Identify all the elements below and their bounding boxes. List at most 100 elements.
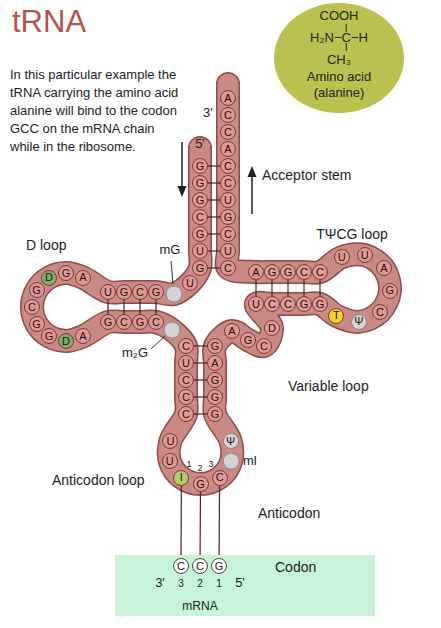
nucleotide-circle: A [220, 90, 236, 106]
nucleotide-circle: C [220, 226, 236, 242]
nucleotide-circle: G [41, 328, 57, 344]
nucleotide-circle: G [192, 226, 208, 242]
base-pair-line [208, 267, 220, 268]
node-text: COOH [320, 8, 359, 23]
amino-acid-ellipse: COOHH₂N−C−HCH₃Amino acid (alanine) [273, 2, 405, 114]
nucleotide-circle: G [58, 265, 74, 281]
nucleotide-circle: Ψ [351, 314, 367, 330]
nucleotide-letter: G [268, 267, 277, 278]
nucleotide-circle: G [207, 338, 223, 354]
nucleotide-circle: C [372, 304, 388, 320]
nucleotide-letter: G [224, 212, 233, 223]
part-label: 5' [235, 576, 245, 591]
nucleotide-circle: C [280, 296, 296, 312]
nucleotide-circle: D [264, 320, 280, 336]
nucleotide-letter: C [182, 409, 190, 420]
nucleotide-circle: C [220, 158, 236, 174]
nucleotide-letter: U [338, 252, 346, 263]
nucleotide-circle: G [29, 282, 45, 298]
nucleotide-circle: G [240, 332, 256, 348]
nucleotide-letter: C [136, 287, 144, 298]
mrna-band: CodonmRNACCG [115, 555, 375, 616]
nucleotide-letter: G [196, 161, 205, 172]
nucleotide-circle: U [100, 284, 116, 300]
modified-base-marker [164, 322, 180, 338]
nucleotide-letter: A [79, 331, 86, 342]
nucleotide-letter: G [196, 195, 205, 206]
nucleotide-circle: A [376, 260, 392, 276]
part-label: 3 [208, 459, 213, 469]
base-pair-line [194, 345, 207, 346]
nucleotide-letter: A [79, 272, 86, 283]
nucleotide-letter: C [316, 267, 324, 278]
nucleotide-letter: C [182, 392, 190, 403]
nucleotide-circle: G [220, 209, 236, 225]
part-label: ml [243, 454, 257, 469]
base-pair-line [194, 362, 207, 363]
nucleotide-letter: G [152, 287, 161, 298]
nucleotide-letter: U [196, 246, 204, 257]
part-label: 2 [197, 463, 202, 473]
node-text: CH₃ [327, 52, 351, 67]
nucleotide-letter: G [300, 299, 309, 310]
nucleotide-circle: C [178, 406, 194, 422]
nucleotide-letter: A [224, 93, 231, 104]
nucleotide-circle: U [192, 243, 208, 259]
nucleotide-circle: U [178, 355, 194, 371]
node-text: H₂N−C−H [310, 30, 368, 45]
nucleotide-circle: G [207, 372, 223, 388]
nucleotide-letter: G [196, 229, 205, 240]
nucleotide-circle: A [207, 355, 223, 371]
base-pair-line [208, 165, 220, 166]
nucleotide-letter: C [182, 341, 190, 352]
nucleotide-letter: A [380, 263, 387, 274]
nucleotide-letter: C [182, 375, 190, 386]
nucleotide-circle: C [132, 284, 148, 300]
nucleotide-circle: A [220, 141, 236, 157]
nucleotide-circle: C [116, 314, 132, 330]
nucleotide-circle: Ψ [223, 433, 239, 449]
codon-circle: C [192, 558, 208, 574]
base-pair-line [208, 250, 220, 251]
base-pair-line [123, 300, 124, 314]
nucleotide-letter: U [166, 456, 174, 467]
part-label: Acceptor stem [262, 167, 351, 183]
nucleotide-letter: C [152, 317, 160, 328]
nucleotide-circle: C [212, 470, 228, 486]
nucleotide-circle: U [357, 247, 373, 263]
part-label: m₂G [122, 346, 148, 361]
nucleotide-circle: C [220, 107, 236, 123]
nucleotide-circle: A [248, 264, 264, 280]
nucleotide-letter: G [104, 317, 113, 328]
nucleotide-circle: C [220, 124, 236, 140]
nucleotide-letter: C [260, 341, 268, 352]
nucleotide-letter: G [386, 285, 395, 296]
arrow-head [178, 186, 187, 197]
nucleotide-letter: G [196, 479, 205, 490]
nucleotide-letter: G [211, 375, 220, 386]
nucleotide-circle: G [116, 284, 132, 300]
node-text: mRNA [182, 599, 217, 613]
base-pair-line [208, 199, 220, 200]
nucleotide-circle: U [182, 275, 198, 291]
nucleotide-circle: G [192, 260, 208, 276]
codon-circle: G [211, 558, 227, 574]
nucleotide-circle: G [192, 175, 208, 191]
nucleotide-circle: C [312, 264, 328, 280]
nucleotide-letter: U [182, 358, 190, 369]
nucleotide-letter: C [196, 561, 204, 572]
nucleotide-letter: C [120, 317, 128, 328]
part-label: 3 [178, 578, 184, 590]
direction-arrow [181, 142, 183, 188]
nucleotide-letter: C [224, 178, 232, 189]
nucleotide-circle: G [296, 296, 312, 312]
nucleotide-circle: U [162, 433, 178, 449]
nucleotide-letter: G [215, 561, 224, 572]
nucleotide-circle: C [220, 175, 236, 191]
base-pair-line [303, 280, 304, 296]
nucleotide-letter: C [224, 110, 232, 121]
part-label: Anticodon loop [52, 472, 145, 488]
nucleotide-letter: C [224, 161, 232, 172]
nucleotide-circle: I [173, 470, 189, 486]
nucleotide-letter: G [32, 285, 41, 296]
